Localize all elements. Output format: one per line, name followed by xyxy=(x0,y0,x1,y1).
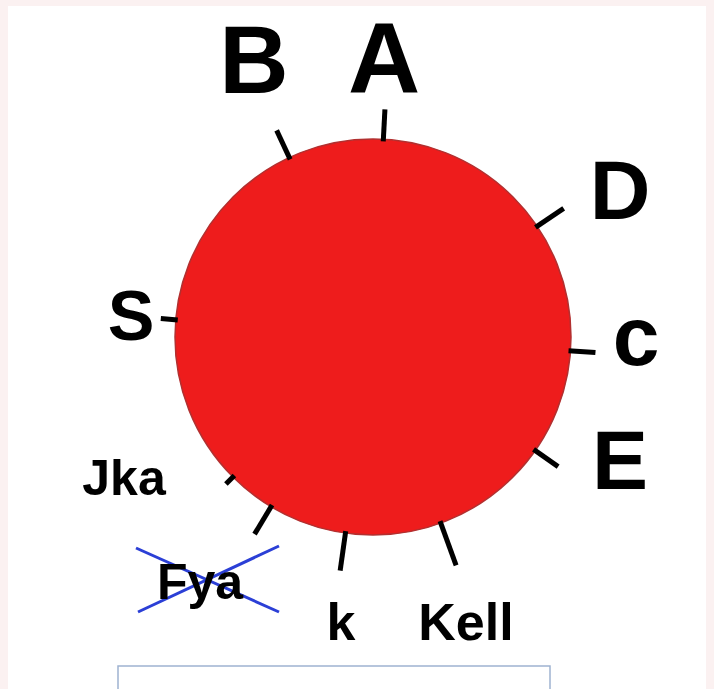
antigen-label: Jka xyxy=(82,453,165,503)
antigen-tick xyxy=(255,505,273,534)
antigen-tick xyxy=(535,208,563,227)
antigen-tick xyxy=(383,109,385,141)
page-ground xyxy=(8,6,706,689)
antigen-ticks xyxy=(161,109,596,570)
antigen-tick xyxy=(226,476,234,484)
antigen-tick xyxy=(161,318,178,319)
antigen-label: E xyxy=(592,418,648,502)
antigen-tick xyxy=(340,531,346,571)
antigen-label: B xyxy=(219,12,288,108)
antigen-label: A xyxy=(348,8,420,108)
antigen-label: S xyxy=(108,281,155,351)
red-cell xyxy=(175,139,571,535)
antigen-tick xyxy=(534,449,559,466)
antigen-label: D xyxy=(590,148,651,232)
antigen-label: k xyxy=(327,596,356,648)
cross-stroke xyxy=(138,546,279,612)
antigen-tick xyxy=(277,130,291,159)
antigen-tick xyxy=(440,521,456,565)
antigen-label: Fya xyxy=(157,557,243,607)
antigen-label: Kell xyxy=(418,596,513,648)
antigen-label: c xyxy=(613,294,660,378)
cross-mark xyxy=(136,546,279,612)
empty-caption-box xyxy=(118,666,550,689)
antigen-tick xyxy=(569,351,596,353)
